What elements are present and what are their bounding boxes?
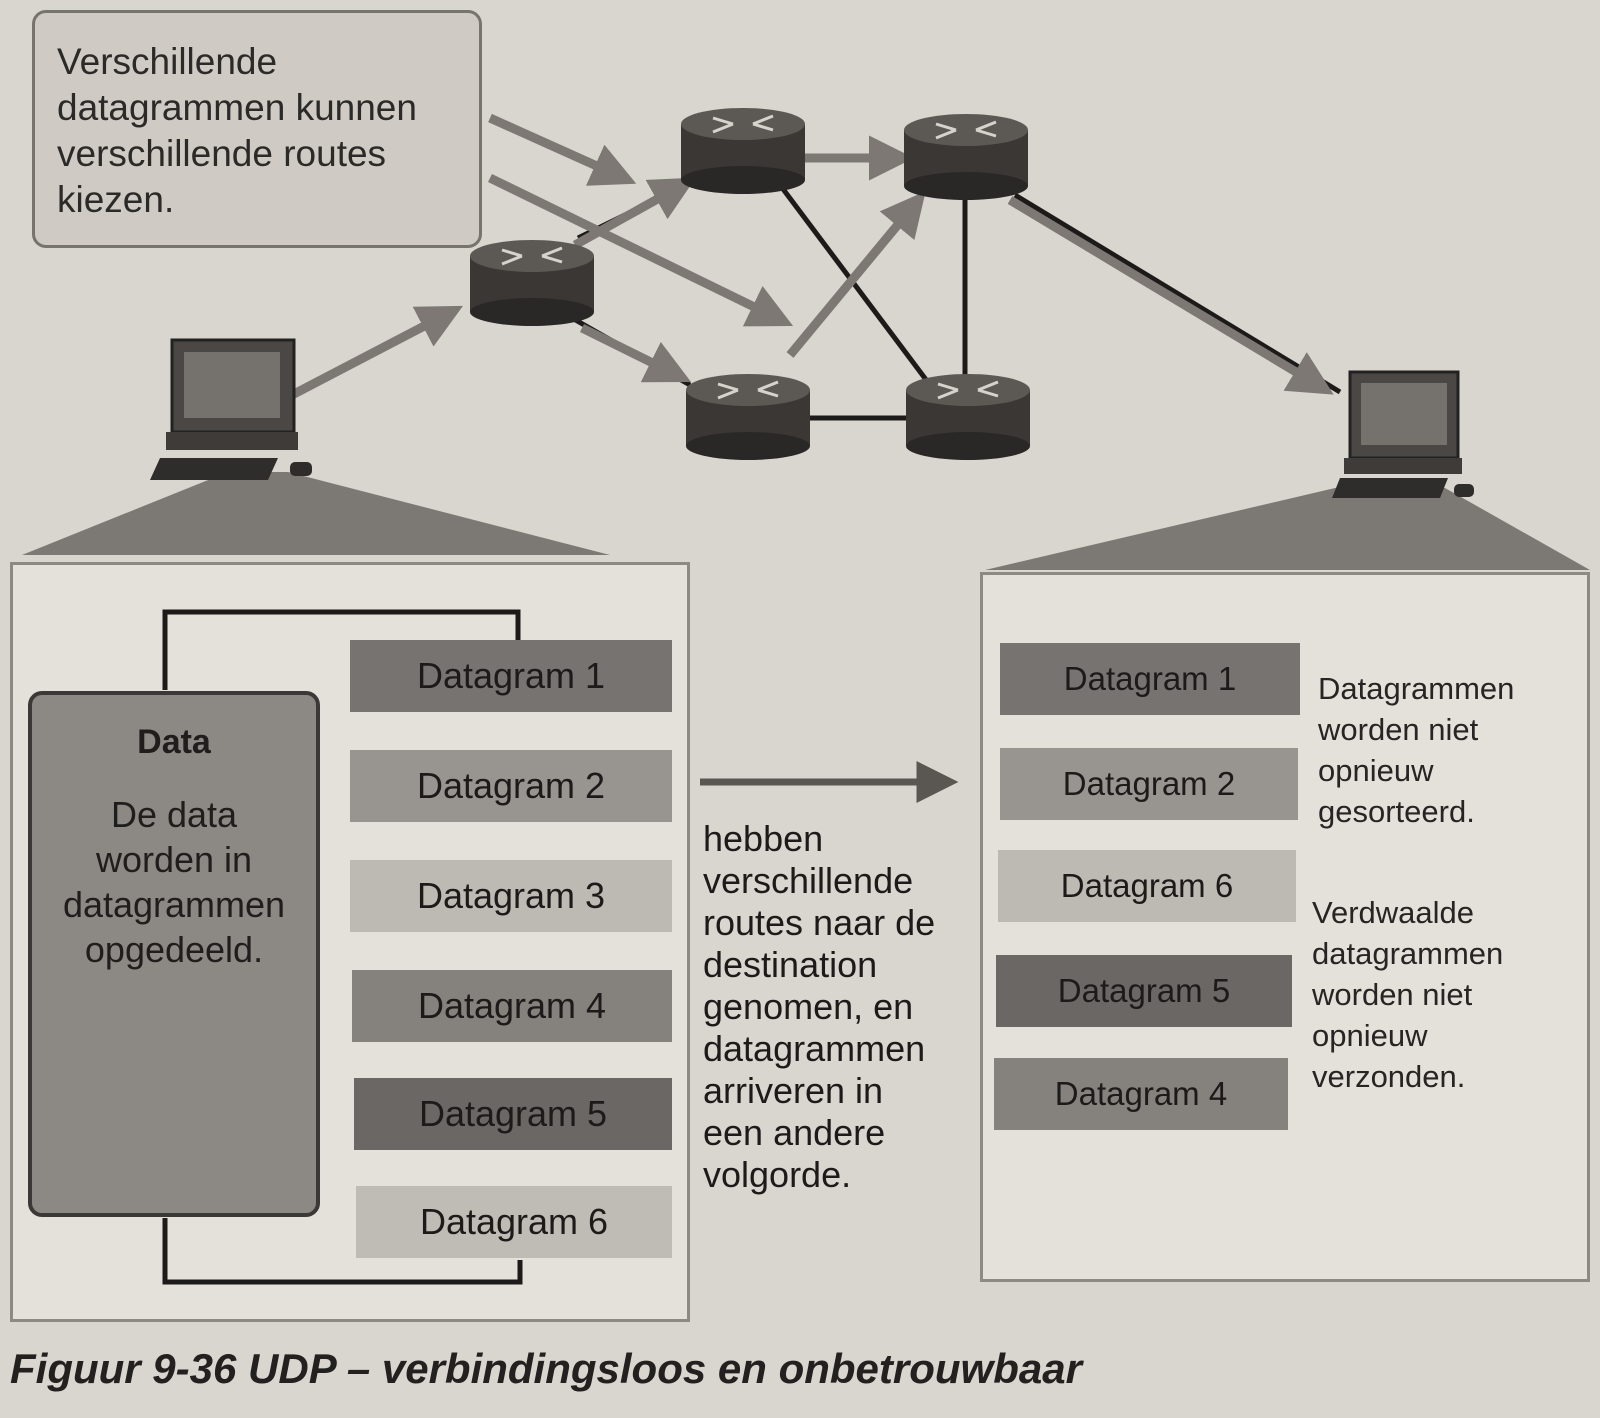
receiver-datagram-6: Datagram 6 bbox=[998, 850, 1296, 922]
data-text-line: datagrammen bbox=[62, 884, 286, 925]
note-line: verzonden. bbox=[1312, 1059, 1466, 1094]
note-line: gesorteerd. bbox=[1318, 794, 1475, 829]
receiver-datagram-5: Datagram 5 bbox=[996, 955, 1292, 1027]
receiver-datagram-1: Datagram 1 bbox=[1000, 643, 1300, 715]
explanation-line: een andere bbox=[703, 1112, 886, 1153]
note-line: Verdwaalde bbox=[1312, 895, 1475, 930]
router-4 bbox=[686, 374, 810, 460]
explanation-line: hebben bbox=[703, 818, 824, 859]
explanation-line: destination bbox=[703, 944, 878, 985]
note-line: datagrammen bbox=[1312, 936, 1504, 971]
figure-caption: Figuur 9-36 UDP – verbindingsloos en onb… bbox=[10, 1345, 1082, 1392]
explanation-line: arriveren in bbox=[703, 1070, 884, 1111]
receiver-funnel bbox=[985, 488, 1590, 570]
callout-line: kiezen. bbox=[57, 179, 175, 220]
datagram-route-arrows bbox=[289, 113, 1334, 399]
receiver-datagram-2: Datagram 2 bbox=[1000, 748, 1298, 820]
note-line: worden niet bbox=[1318, 712, 1479, 747]
explanation-line: verschillende bbox=[703, 860, 914, 901]
routes-callout: Verschillende datagrammen kunnen verschi… bbox=[32, 10, 482, 248]
sender-computer-icon bbox=[150, 338, 312, 480]
callout-line: verschillende routes bbox=[57, 133, 387, 174]
lost-datagrams-note: Verdwaalde datagrammen worden niet opnie… bbox=[1312, 892, 1503, 1097]
router-1 bbox=[470, 240, 594, 326]
receiver-datagram-4: Datagram 4 bbox=[994, 1058, 1288, 1130]
data-text-line: opgedeeld. bbox=[84, 929, 264, 970]
explanation-line: routes naar de bbox=[703, 902, 936, 943]
router-3 bbox=[904, 114, 1028, 200]
sender-datagram-3: Datagram 3 bbox=[350, 860, 672, 932]
sender-datagram-5: Datagram 5 bbox=[354, 1078, 672, 1150]
note-line: opnieuw bbox=[1318, 753, 1434, 788]
note-line: worden niet bbox=[1312, 977, 1473, 1012]
callout-line: Verschillende bbox=[57, 41, 278, 82]
data-title: Data bbox=[137, 723, 211, 761]
sender-funnel bbox=[22, 472, 610, 555]
note-line: opnieuw bbox=[1312, 1018, 1428, 1053]
sender-datagram-2: Datagram 2 bbox=[350, 750, 672, 822]
explanation-line: datagrammen bbox=[703, 1028, 926, 1069]
data-text-line: worden in bbox=[95, 839, 253, 880]
sender-datagram-1: Datagram 1 bbox=[350, 640, 672, 712]
note-line: Datagrammen bbox=[1318, 671, 1515, 706]
explanation-line: genomen, en bbox=[703, 986, 914, 1027]
unsorted-note: Datagrammen worden niet opnieuw gesortee… bbox=[1318, 668, 1514, 832]
data-block: Data De data worden in datagrammen opged… bbox=[28, 691, 320, 1217]
sender-datagram-6: Datagram 6 bbox=[356, 1186, 672, 1258]
sender-datagram-4: Datagram 4 bbox=[352, 970, 672, 1042]
route-explanation: hebben verschillende routes naar de dest… bbox=[703, 818, 973, 1196]
router-5 bbox=[906, 374, 1030, 460]
callout-line: datagrammen kunnen bbox=[57, 87, 417, 128]
receiver-computer-icon bbox=[1332, 370, 1474, 498]
data-text-line: De data bbox=[110, 794, 238, 835]
explanation-line: volgorde. bbox=[703, 1154, 852, 1195]
router-2 bbox=[681, 108, 805, 194]
